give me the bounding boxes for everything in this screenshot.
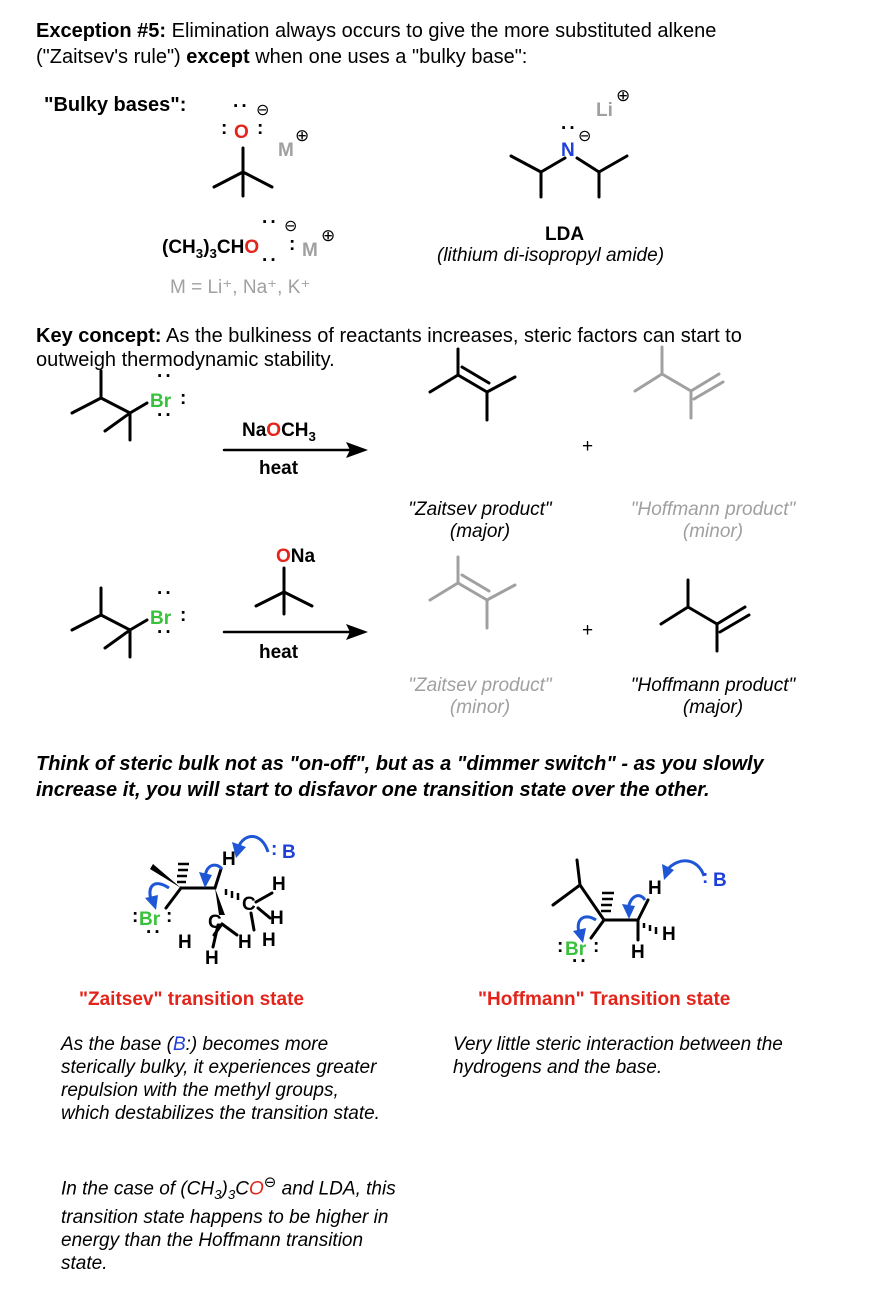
header-label: Exception #5: <box>36 20 167 42</box>
zts-h-bottom-right: H <box>238 932 252 953</box>
note-charge-icon: ⊖ <box>263 1174 277 1191</box>
zts-base-lone-pair: : <box>271 839 278 860</box>
r1-hoffmann-caption: "Hoffmann product" (minor) <box>630 499 796 542</box>
zts-h-top: H <box>222 849 236 870</box>
formula-o-lone-pair-top: ·· <box>262 212 279 233</box>
tbuo-formula: (CH3)3CHO <box>162 237 260 261</box>
header-text-b: ("Zaitsev's rule") <box>36 46 187 68</box>
r2-br-lone-pair-top: ·· <box>157 583 174 604</box>
zts-h-right-bottom: H <box>262 930 276 951</box>
zaitsev-ts-title: "Zaitsev" transition state <box>79 989 304 1010</box>
hts-h-right: H <box>662 924 676 945</box>
hts-br-lone-pair-bottom: ·· <box>572 951 589 972</box>
lda-n-charge-icon: ⊖ <box>578 128 592 145</box>
zts-c-bottom: C <box>208 912 222 933</box>
zaitsev-note-2: In the case of (CH3)3CO⊖ and LDA, this t… <box>61 1174 396 1275</box>
hoffmann-note: Very little steric interaction between t… <box>453 1034 783 1078</box>
hts-base: B <box>713 870 727 891</box>
hts-br: Br <box>565 939 587 960</box>
hts-h-top: H <box>648 878 662 899</box>
r2-reagent: ONa <box>276 546 316 567</box>
zaitsev-note-1: As the base (B:) becomes more sterically… <box>61 1034 380 1124</box>
zts-br-lone-pair-left: : <box>132 906 139 927</box>
tbuo-metal-charge-icon: ⊕ <box>295 126 310 145</box>
r2-br-atom: Br <box>150 608 172 629</box>
hts-br-lone-pair-left: : <box>557 936 564 957</box>
metal-list: M = Li⁺, Na⁺, K⁺ <box>170 277 311 298</box>
tbuo-o-lone-pair-left: : <box>221 118 228 139</box>
tbuo-o-atom: O <box>234 122 249 143</box>
r1-condition: heat <box>259 458 299 479</box>
r2-br-lone-pair-bottom: ·· <box>157 622 174 643</box>
zts-base: B <box>282 842 296 863</box>
think-line-1: Think of steric bulk not as "on-off", bu… <box>36 753 764 775</box>
hts-h-bottom: H <box>631 942 645 963</box>
header-line-1: Exception #5: Elimination always occurs … <box>36 18 716 44</box>
lda-li: Li <box>596 100 613 121</box>
r1-br-atom: Br <box>150 391 172 412</box>
lda-full-name: (lithium di-isopropyl amide) <box>437 245 665 266</box>
tbuo-metal: M <box>278 140 294 161</box>
zts-br-lone-pair-bottom: ·· <box>146 922 163 943</box>
tbuo-o-lone-pair-top: ·· <box>233 96 250 117</box>
r1-plus: + <box>582 436 594 457</box>
zts-br-lone-pair-right: : <box>166 906 173 927</box>
lda-name: LDA <box>545 224 585 245</box>
bulky-bases-title: "Bulky bases": <box>44 94 187 116</box>
r1-zaitsev-caption: "Zaitsev product" (major) <box>408 499 552 542</box>
tbuo-o-lone-pair-right: : <box>257 118 264 139</box>
r2-hoffmann-caption: "Hoffmann product" (major) <box>630 675 796 718</box>
formula-o-lone-pair-right: : <box>289 234 296 255</box>
hts-base-lone-pair: : <box>702 867 709 888</box>
zts-h-bottom: H <box>205 948 219 969</box>
r2-condition: heat <box>259 642 299 663</box>
formula-charge-icon: ⊖ <box>284 218 298 235</box>
r1-reagent: NaOCH3 <box>242 420 316 444</box>
formula-o-lone-pair-bottom: ·· <box>262 250 279 271</box>
header-text-a: Elimination always occurs to give the mo… <box>166 20 717 42</box>
zts-br: Br <box>139 909 161 930</box>
r2-zaitsev-caption: "Zaitsev product" (minor) <box>408 675 552 718</box>
header-line-2: ("Zaitsev's rule") except when one uses … <box>36 44 527 70</box>
r1-br-lone-pair-right: : <box>180 388 187 409</box>
think-line-2: increase it, you will start to disfavor … <box>36 779 710 801</box>
header-text-c: when one uses a "bulky base": <box>249 46 528 68</box>
r1-br-lone-pair-top: ·· <box>157 366 174 387</box>
key-concept-line-2: outweigh thermodynamic stability. <box>36 349 335 371</box>
formula-metal-charge-icon: ⊕ <box>321 226 336 245</box>
r2-plus: + <box>582 620 594 641</box>
tbuo-charge-icon: ⊖ <box>256 102 270 119</box>
header-except: except <box>186 46 250 68</box>
hoffmann-ts-title: "Hoffmann" Transition state <box>478 989 731 1010</box>
r1-br-lone-pair-bottom: ·· <box>157 405 174 426</box>
lda-n-lone-pair: ·· <box>561 118 578 139</box>
hts-br-lone-pair-right: : <box>593 936 600 957</box>
key-concept-line-1: Key concept: As the bulkiness of reactan… <box>36 325 742 347</box>
zts-h-right-mid: H <box>270 908 284 929</box>
lda-n-atom: N <box>561 140 575 161</box>
zts-h-right-top: H <box>272 874 286 895</box>
formula-metal: M <box>302 240 318 261</box>
zts-c-right: C <box>242 894 256 915</box>
zts-h-bottom-left: H <box>178 932 192 953</box>
lda-li-charge-icon: ⊕ <box>616 86 631 105</box>
r2-br-lone-pair-right: : <box>180 605 187 626</box>
